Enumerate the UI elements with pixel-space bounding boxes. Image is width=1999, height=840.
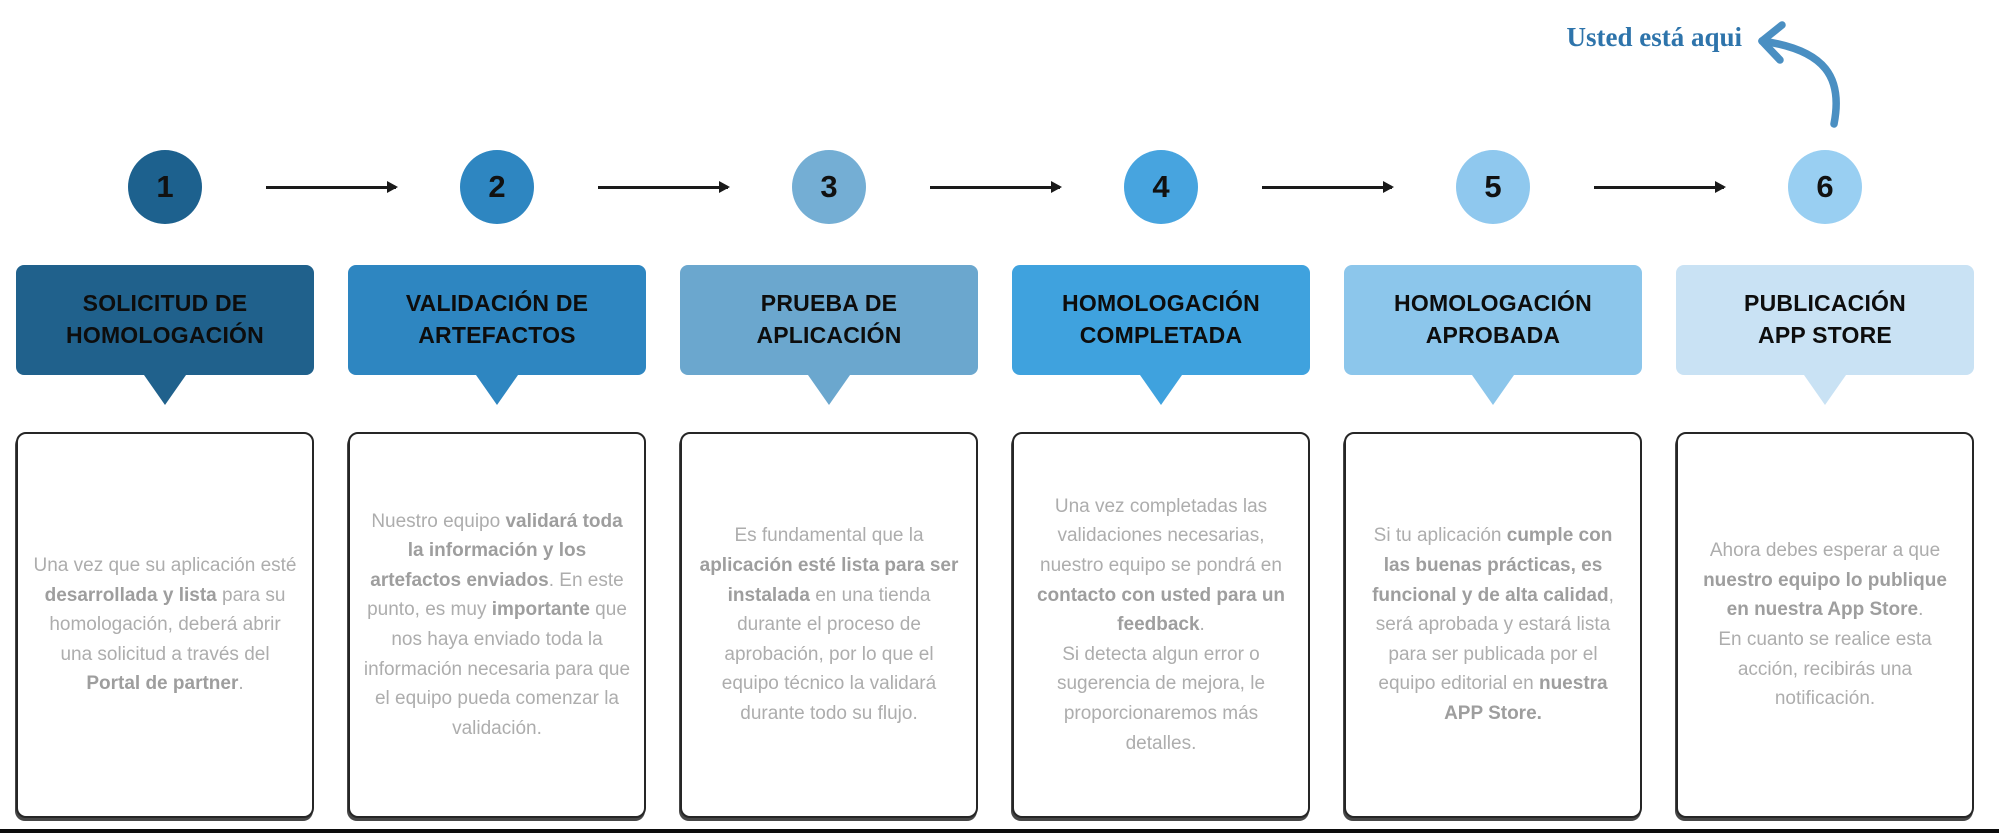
step-title-line: HOMOLOGACIÓN (1394, 290, 1592, 317)
step-header: HOMOLOGACIÓN COMPLETADA (1012, 265, 1310, 405)
step-number: 2 (488, 169, 506, 204)
pointer-tail-icon (1804, 375, 1846, 405)
step-title-line: PUBLICACIÓN (1744, 290, 1906, 317)
step-title-line: SOLICITUD DE (82, 290, 248, 317)
pointer-tail-icon (144, 375, 186, 405)
step-column-5: 5 HOMOLOGACIÓN APROBADA Si tu aplicación… (1344, 0, 1642, 840)
step-number-badge: 6 (1788, 150, 1862, 224)
step-description-card: Una vez completadas las validaciones nec… (1012, 432, 1310, 818)
step-title-line: APP STORE (1758, 322, 1892, 348)
step-column-2: 2 VALIDACIÓN DE ARTEFACTOS Nuestro equip… (348, 0, 646, 840)
step-description: Una vez completadas las validaciones nec… (1036, 495, 1286, 754)
step-header: PRUEBA DE APLICACIÓN (680, 265, 978, 405)
step-title-line: APLICACIÓN (756, 322, 902, 348)
step-number: 3 (820, 169, 838, 204)
bottom-divider (0, 829, 1999, 833)
step-header: PUBLICACIÓN APP STORE (1676, 265, 1974, 405)
step-title-line: HOMOLOGACIÓN (66, 322, 264, 348)
step-header: HOMOLOGACIÓN APROBADA (1344, 265, 1642, 405)
step-description-card: Si tu aplicación cumple con las buenas p… (1344, 432, 1642, 818)
step-description-card: Una vez que su aplicación esté desarroll… (16, 432, 314, 818)
arrow-right-icon (930, 181, 1062, 193)
step-number-badge: 1 (128, 150, 202, 224)
step-number-badge: 2 (460, 150, 534, 224)
step-description-card: Ahora debes esperar a que nuestro equipo… (1676, 432, 1974, 818)
step-description: Ahora debes esperar a que nuestro equipo… (1703, 540, 1947, 710)
step-description: Si tu aplicación cumple con las buenas p… (1372, 525, 1614, 725)
pointer-tail-icon (1472, 375, 1514, 405)
arrow-right-icon (598, 181, 730, 193)
step-description-card: Es fundamental que la aplicación esté li… (680, 432, 978, 818)
step-title-line: PRUEBA DE (760, 290, 898, 317)
arrow-right-icon (1594, 181, 1726, 193)
curved-arrow-up-icon (1758, 21, 1840, 128)
step-description-card: Nuestro equipo validará toda la informac… (348, 432, 646, 818)
arrow-right-icon (266, 181, 398, 193)
step-number-badge: 5 (1456, 150, 1530, 224)
step-number: 5 (1484, 169, 1502, 204)
step-header: VALIDACIÓN DE ARTEFACTOS (348, 265, 646, 405)
step-title-line: ARTEFACTOS (418, 322, 576, 348)
step-column-4: 4 HOMOLOGACIÓN COMPLETADA Una vez comple… (1012, 0, 1310, 840)
pointer-tail-icon (808, 375, 850, 405)
step-title-line: VALIDACIÓN DE (405, 290, 589, 317)
step-description: Una vez que su aplicación esté desarroll… (33, 554, 297, 695)
step-number-badge: 4 (1124, 150, 1198, 224)
step-description: Nuestro equipo validará toda la informac… (363, 510, 631, 739)
step-column-6: 6 PUBLICACIÓN APP STORE Ahora debes espe… (1676, 0, 1974, 840)
step-number: 6 (1816, 169, 1834, 204)
step-number: 1 (156, 169, 174, 204)
pointer-tail-icon (1140, 375, 1182, 405)
step-column-1: 1 SOLICITUD DE HOMOLOGACIÓN Una vez que … (16, 0, 314, 840)
step-title-line: APROBADA (1425, 322, 1561, 348)
step-description: Es fundamental que la aplicación esté li… (699, 525, 959, 725)
step-title-line: COMPLETADA (1079, 322, 1243, 348)
step-number-badge: 3 (792, 150, 866, 224)
pointer-tail-icon (476, 375, 518, 405)
you-are-here-label: Usted está aqui (1566, 22, 1742, 52)
step-number: 4 (1152, 169, 1170, 204)
step-column-3: 3 PRUEBA DE APLICACIÓN Es fundamental qu… (680, 0, 978, 840)
arrow-right-icon (1262, 181, 1394, 193)
step-title-line: HOMOLOGACIÓN (1062, 290, 1260, 317)
step-header: SOLICITUD DE HOMOLOGACIÓN (16, 265, 314, 405)
